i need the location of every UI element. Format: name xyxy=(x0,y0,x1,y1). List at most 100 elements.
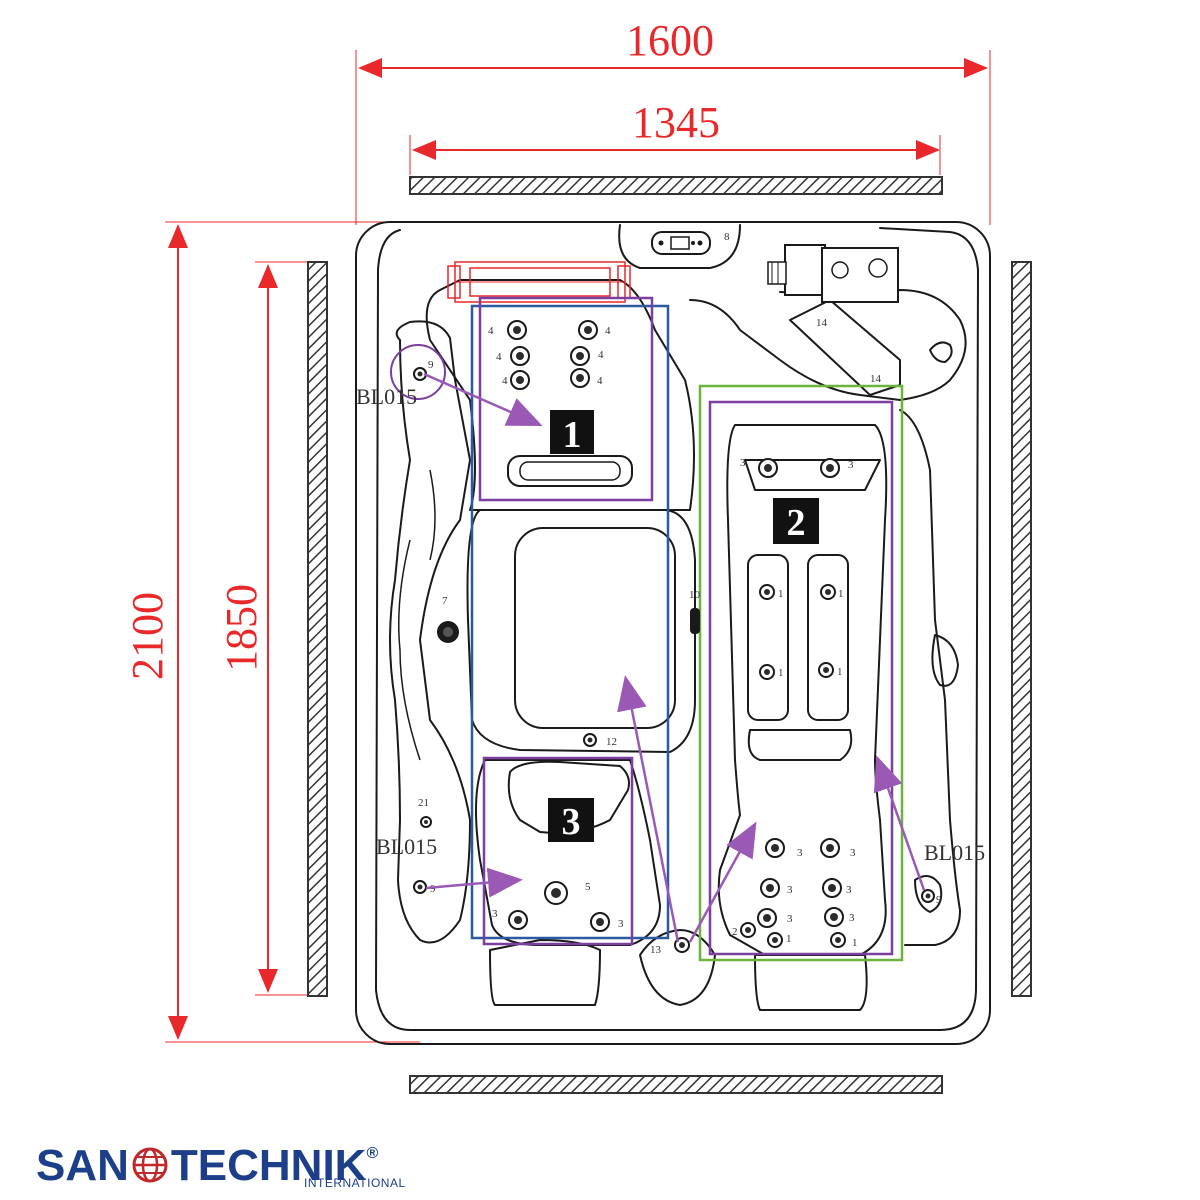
light-left-upper-icon xyxy=(390,344,446,400)
wall-left xyxy=(307,261,328,997)
label-light-left-lower: 9 xyxy=(430,883,436,895)
jet xyxy=(570,346,590,366)
bl-label-bottom-right: BL015 xyxy=(924,840,985,865)
seat-badge-3-label: 3 xyxy=(562,801,581,843)
label-seat3-jet: 3 xyxy=(618,918,624,930)
seat2-foot-jets xyxy=(740,838,846,948)
arrow xyxy=(688,821,757,943)
bl-label-top-left: BL015 xyxy=(356,384,417,409)
jet xyxy=(820,584,836,600)
brand-wordmark: SAN TECHNIK® xyxy=(36,1128,378,1192)
bl-label-bottom-left: BL015 xyxy=(376,834,437,859)
label-seat2-back-jet: 1 xyxy=(778,588,784,600)
dimension-width-outer-label: 1600 xyxy=(626,16,714,65)
jet xyxy=(590,912,610,932)
pump-icon xyxy=(767,244,899,303)
label-seat1-jet: 4 xyxy=(496,351,502,363)
seat-badge-2: 2 xyxy=(773,498,819,544)
seat-badge-1: 1 xyxy=(550,410,594,456)
jet xyxy=(510,346,530,366)
arrow xyxy=(423,372,543,427)
zone-center xyxy=(470,304,670,940)
jet xyxy=(824,907,844,927)
jet xyxy=(822,878,842,898)
label-pump-top: 14 xyxy=(870,373,882,385)
dimension-length-inner: 1850 xyxy=(217,261,310,996)
jet xyxy=(767,932,783,948)
brand-right: TECHNIK xyxy=(170,1141,367,1190)
label-seat1-jet: 4 xyxy=(502,375,508,387)
jet xyxy=(759,584,775,600)
heater-icon xyxy=(447,261,631,303)
tub-outline xyxy=(355,221,991,1045)
jet xyxy=(759,664,775,680)
seat1-jets xyxy=(507,320,598,390)
label-side-jet-right: 10 xyxy=(689,589,701,601)
wall-right xyxy=(1011,261,1032,997)
floor-jet-icon xyxy=(583,733,597,747)
label-seat2-back-jet: 1 xyxy=(778,667,784,679)
jet xyxy=(820,458,840,478)
jet xyxy=(820,838,840,858)
seat2-top-jets xyxy=(758,458,840,478)
dimension-width-inner-label: 1345 xyxy=(632,98,720,147)
seat-badge-2-label: 2 xyxy=(787,502,806,544)
side-jet-right-icon xyxy=(690,608,700,634)
seat2-back-jets xyxy=(759,584,836,680)
label-seat1-jet: 4 xyxy=(598,349,604,361)
label-seat3-jet: 3 xyxy=(492,908,498,920)
zone-seat3 xyxy=(482,756,634,946)
arrow xyxy=(425,867,523,898)
label-light-left-upper: 9 xyxy=(428,359,434,371)
side-jet-left-icon xyxy=(437,621,459,643)
jet xyxy=(578,320,598,340)
seat3-jets xyxy=(508,881,610,932)
label-seat2-foot-jet: 3 xyxy=(850,847,856,859)
arrow xyxy=(617,675,680,943)
jet xyxy=(544,881,568,905)
label-seat2-bottom: 1 xyxy=(786,933,792,945)
label-seat2-foot-jet: 3 xyxy=(787,913,793,925)
wall-bottom xyxy=(409,1075,943,1094)
jet xyxy=(510,370,530,390)
flow-arrows xyxy=(423,372,926,943)
registered-mark: ® xyxy=(366,1145,379,1162)
label-seat1-jet: 4 xyxy=(597,375,603,387)
label-seat1-jet: 4 xyxy=(488,325,494,337)
brand-logo: SAN TECHNIK® INTERNATIONAL xyxy=(36,1128,436,1192)
label-seat2-bottom: 1 xyxy=(852,937,858,949)
label-seat2-bottom: 2 xyxy=(732,926,738,938)
arrow xyxy=(873,755,926,891)
label-seat2-foot-jet: 3 xyxy=(787,884,793,896)
control-panel-icon xyxy=(651,231,711,255)
light-left-lower-icon xyxy=(413,880,427,894)
jet xyxy=(818,662,834,678)
seat1-headrest xyxy=(507,455,633,487)
label-control-panel: 8 xyxy=(724,231,730,243)
label-drain: 13 xyxy=(650,944,662,956)
jet xyxy=(508,910,528,930)
label-side-jet-left: 7 xyxy=(442,595,448,607)
label-seat2-back-jet: 1 xyxy=(837,666,843,678)
brand-subtitle: INTERNATIONAL xyxy=(304,1176,406,1190)
dimension-width-outer: 1600 xyxy=(355,16,991,225)
jet xyxy=(507,320,527,340)
label-seat2-foot-jet: 3 xyxy=(797,847,803,859)
brand-left: SAN xyxy=(36,1141,129,1190)
label-seat3-jet: 5 xyxy=(585,881,591,893)
zone-seat2-outer xyxy=(698,384,904,962)
jet xyxy=(757,908,777,928)
seat-badge-3: 3 xyxy=(548,798,594,843)
dimension-length-outer-label: 2100 xyxy=(123,592,172,680)
dimension-width-inner: 1345 xyxy=(409,98,941,175)
label-seat2-foot-jet: 3 xyxy=(849,912,855,924)
label-light-right: 9 xyxy=(936,894,942,906)
label-seat2-top-jet: 3 xyxy=(848,459,854,471)
seat-badge-1-label: 1 xyxy=(563,414,582,456)
label-seat2-foot-jet: 3 xyxy=(846,884,852,896)
light-right-icon xyxy=(921,889,935,903)
label-pump: 14 xyxy=(816,317,828,329)
label-floor-jet: 12 xyxy=(606,736,617,748)
jet xyxy=(830,932,846,948)
